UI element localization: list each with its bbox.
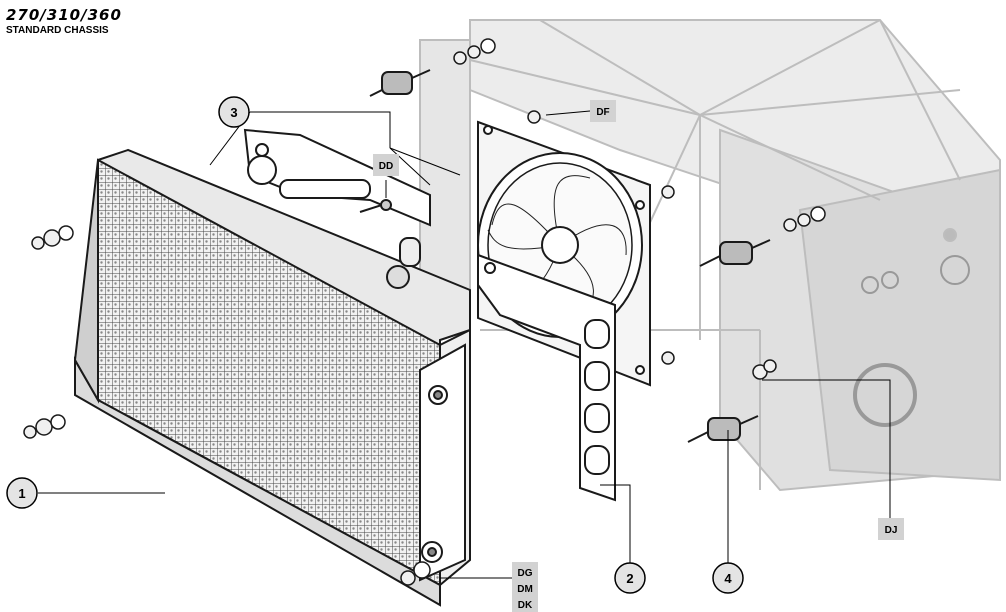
callout-part-3: 3: [218, 96, 250, 128]
diagram-title-block: 270/310/360 STANDARD CHASSIS: [6, 6, 122, 36]
chassis-subtitle: STANDARD CHASSIS: [6, 25, 109, 36]
rubber-mount-top: [369, 69, 771, 267]
code-box-dj: DJ: [878, 518, 904, 540]
callout-part-4: 4: [712, 562, 744, 594]
callout-part-1: 1: [6, 477, 38, 509]
code-dj-label: DJ: [885, 525, 898, 536]
callout-part-1-label: 1: [18, 486, 25, 501]
model-title: 270/310/360: [6, 6, 122, 24]
code-dd-label: DD: [379, 161, 393, 172]
code-dk-label: DK: [518, 600, 533, 611]
radiator-core: [73, 148, 471, 607]
callout-part-2-label: 2: [626, 571, 633, 586]
fastener-set-left: [23, 225, 431, 586]
fan-bracket-plate: [477, 253, 616, 502]
code-dg-label: DG: [518, 568, 533, 579]
callout-part-4-label: 4: [724, 571, 732, 586]
cooling-fan-shroud: [477, 120, 651, 387]
callout-part-3-label: 3: [230, 105, 237, 120]
code-box-df: DF: [590, 100, 616, 122]
rubber-mount-part-4: [687, 415, 759, 443]
code-box-stack: DG DM DK: [512, 562, 538, 612]
bolt-dd: [359, 199, 392, 213]
fastener-set-top: [453, 38, 826, 380]
callout-part-2: 2: [614, 562, 646, 594]
code-df-label: DF: [596, 107, 609, 118]
code-dm-label: DM: [517, 584, 533, 595]
code-box-dd: DD: [373, 154, 399, 176]
